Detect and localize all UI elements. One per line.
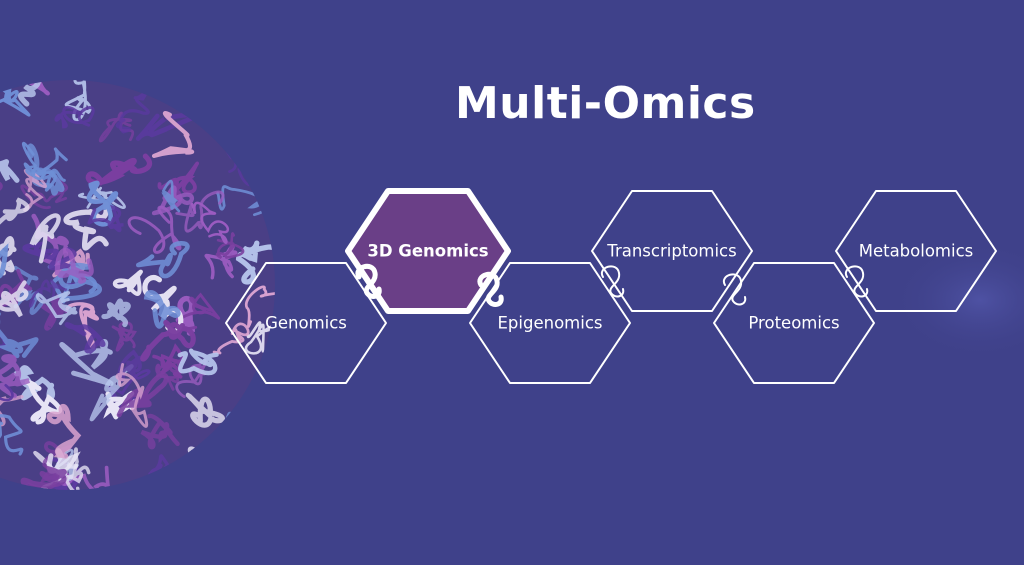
hexagon-label-transcriptomics: Transcriptomics xyxy=(606,242,736,261)
chromatin-strand xyxy=(54,106,95,129)
chromatin-strand xyxy=(177,348,219,376)
chromatin-strand xyxy=(143,289,181,329)
chromatin-strand xyxy=(0,243,9,279)
chromatin-strand xyxy=(46,403,82,459)
chromatin-strand xyxy=(127,205,182,254)
chromatin-strand xyxy=(244,276,275,328)
chromatin-strand xyxy=(190,201,230,245)
chromatin-strand xyxy=(24,379,63,425)
chromatin-strand xyxy=(0,197,30,251)
chromatin-strand xyxy=(0,280,29,318)
chromatin-strand xyxy=(235,240,274,285)
hexagon-metabolomics xyxy=(835,190,997,312)
chromatin-strand xyxy=(0,153,20,185)
chromatin-strand xyxy=(22,141,56,181)
chromatin-strand xyxy=(152,111,195,158)
chromatin-strand xyxy=(87,204,124,233)
chromatin-strand xyxy=(22,241,77,271)
chromatin-strand xyxy=(0,414,24,456)
chromatin-strand xyxy=(0,354,31,399)
chromatin-strand xyxy=(64,80,92,122)
chromatin-strand xyxy=(111,321,137,352)
chromatin-strand xyxy=(0,311,39,358)
chromatin-strand xyxy=(85,153,153,186)
chromatin-strand xyxy=(161,179,181,213)
chromatin-strand xyxy=(29,213,61,264)
puzzle-connector xyxy=(722,273,747,306)
chromatin-strand xyxy=(185,392,225,428)
chromatin-strand xyxy=(112,269,143,296)
chromatin-strand xyxy=(175,190,225,233)
chromatin-strand xyxy=(54,247,94,284)
chromatin-strand xyxy=(65,302,100,350)
chromatin-strand xyxy=(115,363,149,428)
chromatin-strand xyxy=(176,292,221,330)
chromatin-strand xyxy=(152,343,185,379)
hexagon-label-genomics: Genomics xyxy=(265,314,347,333)
page-title: Multi-Omics xyxy=(455,78,756,129)
chromatin-strand xyxy=(215,232,245,259)
chromatin-strand xyxy=(20,465,67,490)
hexagon-3d-genomics xyxy=(345,188,511,314)
chromatin-strand xyxy=(136,240,190,279)
chromatin-strand xyxy=(27,143,65,196)
hexagon-label-metabolomics: Metabolomics xyxy=(859,242,974,261)
chromatin-strand xyxy=(244,321,275,355)
hexagon-genomics xyxy=(225,262,387,384)
hexagon-transcriptomics xyxy=(591,190,753,312)
chromatin-strand xyxy=(35,291,78,326)
chromatin-strand xyxy=(6,80,42,107)
hexagon-label-epigenomics: Epigenomics xyxy=(498,314,603,333)
puzzle-connector xyxy=(600,265,625,298)
chromatin-strand xyxy=(0,236,17,276)
chromatin-strand xyxy=(140,319,196,362)
puzzle-connector xyxy=(477,271,504,307)
chromatin-strand xyxy=(212,322,250,355)
puzzle-connector xyxy=(844,265,869,298)
hexagon-label-3d-genomics: 3D Genomics xyxy=(367,242,488,261)
hexagon-epigenomics xyxy=(469,262,631,384)
chromatin-strand xyxy=(101,298,131,328)
puzzle-connector xyxy=(355,263,382,299)
chromatin-strand xyxy=(64,322,106,355)
hexagon-proteomics xyxy=(713,262,875,384)
chromatin-strand xyxy=(140,413,180,450)
hexagon-label-proteomics: Proteomics xyxy=(748,314,839,333)
chromatin-strand xyxy=(20,177,69,209)
chromatin-strand xyxy=(86,180,119,227)
chromatin-strand xyxy=(0,353,14,402)
